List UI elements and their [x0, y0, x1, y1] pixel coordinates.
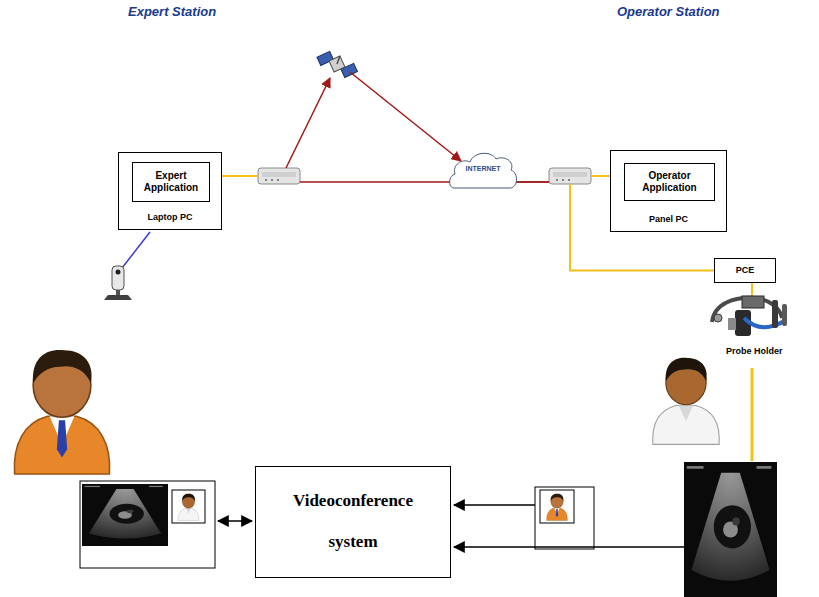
- station-title: Expert Station: [128, 4, 216, 19]
- application-box: Operator Application: [624, 163, 715, 201]
- link-segment: [300, 181, 450, 183]
- videoconference-box: Videoconference system: [255, 466, 451, 578]
- station-title: Operator Station: [617, 4, 720, 19]
- modem-icon: [258, 168, 300, 184]
- link-segment: [222, 175, 258, 177]
- video-arrow: [218, 520, 252, 522]
- video-arrow: [454, 504, 535, 506]
- node-text: Expert Application: [140, 170, 202, 194]
- link-segment: [286, 78, 330, 168]
- link-segment: [222, 175, 258, 177]
- ultrasound-image: [684, 462, 777, 597]
- node-text: Videoconference system: [278, 481, 428, 563]
- video-arrow: [454, 546, 684, 548]
- application-box: Expert Application: [132, 162, 210, 202]
- probe-holder: [712, 283, 787, 336]
- network-link: [222, 72, 461, 176]
- link-segment: [515, 181, 549, 183]
- link-segment: [591, 175, 610, 177]
- webcam-icon: [104, 266, 132, 300]
- probe-cable: [751, 368, 754, 461]
- part-label: Probe Holder: [726, 346, 783, 356]
- computer-box: Panel PC Operator Application: [610, 150, 727, 232]
- node-text: Laptop PC: [148, 212, 193, 223]
- operator-person: [653, 358, 720, 445]
- link-segment: [350, 72, 461, 161]
- link-segment: [515, 181, 549, 183]
- node-text: INTERNET: [466, 165, 501, 173]
- pce-box: PCE: [714, 258, 776, 283]
- modem-icon: [549, 168, 591, 184]
- network-link: [222, 176, 450, 182]
- node-text: PCE: [736, 265, 755, 276]
- node-text: Operator Application: [635, 170, 705, 194]
- camera-wire: [122, 232, 150, 268]
- expert-monitor: [80, 481, 215, 568]
- expert-person: [14, 350, 109, 474]
- node-text: Panel PC: [649, 214, 688, 225]
- network-link: [515, 176, 610, 182]
- expert-video-box: [535, 487, 594, 549]
- computer-box: Laptop PC Expert Application: [118, 152, 222, 230]
- internet-cloud: INTERNET: [448, 148, 518, 190]
